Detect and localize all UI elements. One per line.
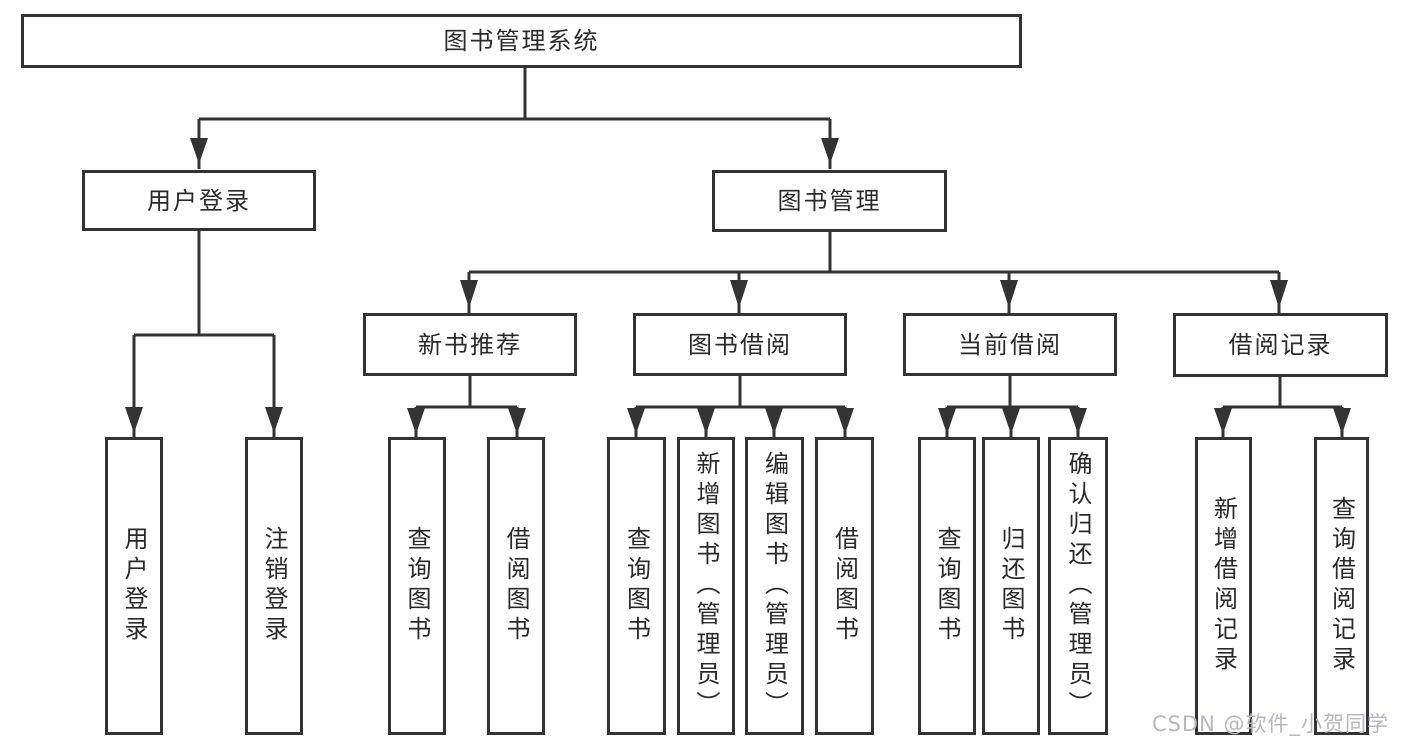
node-new-book-recommendation-label: 新书推荐 — [418, 330, 522, 359]
leaf-confirm-return-admin-label: 确认归还（管理员） — [1064, 451, 1092, 721]
leaf-return-books: 归还图书 — [982, 437, 1040, 735]
leaf-add-borrow-record: 新增借阅记录 — [1195, 437, 1252, 735]
node-book-borrowing-label: 图书借阅 — [688, 330, 792, 359]
node-borrowing-records: 借阅记录 — [1173, 313, 1388, 377]
node-book-borrowing: 图书借阅 — [633, 313, 847, 376]
node-current-borrowing-label: 当前借阅 — [958, 330, 1062, 359]
node-book-management-label: 图书管理 — [777, 187, 882, 215]
node-book-management: 图书管理 — [712, 170, 947, 232]
leaf-query-books-recommend: 查询图书 — [388, 437, 446, 735]
leaf-query-books-recommend-label: 查询图书 — [403, 526, 431, 646]
node-user-login-label: 用户登录 — [147, 186, 251, 215]
leaf-user-login-label: 用户登录 — [120, 526, 148, 646]
leaf-query-books-current: 查询图书 — [918, 437, 976, 735]
leaf-query-books-current-label: 查询图书 — [933, 526, 961, 646]
leaf-logout-label: 注销登录 — [260, 526, 288, 646]
leaf-query-books-borrow: 查询图书 — [607, 437, 666, 735]
leaf-logout: 注销登录 — [245, 437, 303, 735]
leaf-confirm-return-admin: 确认归还（管理员） — [1048, 437, 1108, 735]
leaf-borrow-books: 借阅图书 — [815, 437, 874, 735]
node-current-borrowing: 当前借阅 — [903, 313, 1117, 376]
leaf-add-book-admin-label: 新增图书（管理员） — [692, 451, 720, 721]
leaf-borrow-books-recommend-label: 借阅图书 — [502, 526, 530, 646]
watermark: CSDN @软件_小贺同学 — [1151, 712, 1389, 736]
leaf-user-login: 用户登录 — [105, 437, 163, 735]
leaf-return-books-label: 归还图书 — [997, 526, 1025, 646]
leaf-edit-book-admin-label: 编辑图书（管理员） — [760, 451, 789, 721]
leaf-query-borrow-record: 查询借阅记录 — [1314, 437, 1369, 735]
node-user-login: 用户登录 — [82, 170, 316, 231]
node-new-book-recommendation: 新书推荐 — [363, 313, 577, 376]
node-library-system-label: 图书管理系统 — [443, 27, 600, 55]
leaf-add-book-admin: 新增图书（管理员） — [677, 437, 735, 735]
leaf-edit-book-admin: 编辑图书（管理员） — [745, 437, 804, 735]
leaf-borrow-books-label: 借阅图书 — [830, 526, 859, 646]
node-borrowing-records-label: 借阅记录 — [1228, 331, 1333, 359]
leaf-query-books-borrow-label: 查询图书 — [622, 526, 651, 646]
leaf-add-borrow-record-label: 新增借阅记录 — [1209, 496, 1238, 676]
node-library-system: 图书管理系统 — [21, 14, 1022, 68]
leaf-query-borrow-record-label: 查询借阅记录 — [1327, 496, 1356, 676]
leaf-borrow-books-recommend: 借阅图书 — [487, 437, 545, 735]
